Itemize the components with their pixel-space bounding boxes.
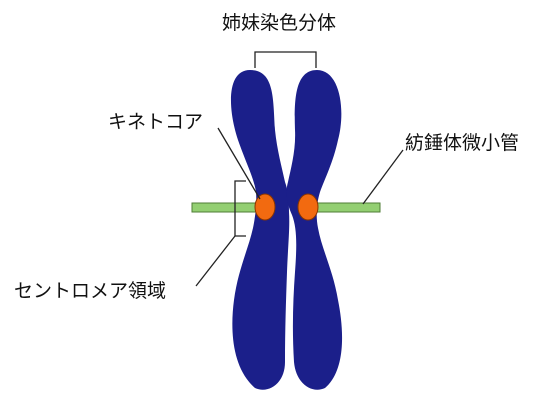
sister-chromatid-bracket xyxy=(255,52,316,68)
sister-chromatid-left xyxy=(231,70,289,390)
kinetochore-right xyxy=(298,194,318,220)
spindle-microtubule-label: 紡錘体微小管 xyxy=(405,134,519,153)
centromere-leader-line xyxy=(196,236,235,286)
sister-chromatids-label: 姉妹染色分体 xyxy=(222,14,336,33)
spindle-microtubule-right xyxy=(312,203,380,212)
spindle-leader-line xyxy=(363,150,403,204)
kinetochore-left xyxy=(255,194,275,220)
sister-chromatid-right xyxy=(287,70,342,390)
centromere-region-label: セントロメア領域 xyxy=(14,282,166,301)
spindle-microtubule-left xyxy=(192,203,262,212)
kinetochore-label: キネトコア xyxy=(108,113,203,132)
